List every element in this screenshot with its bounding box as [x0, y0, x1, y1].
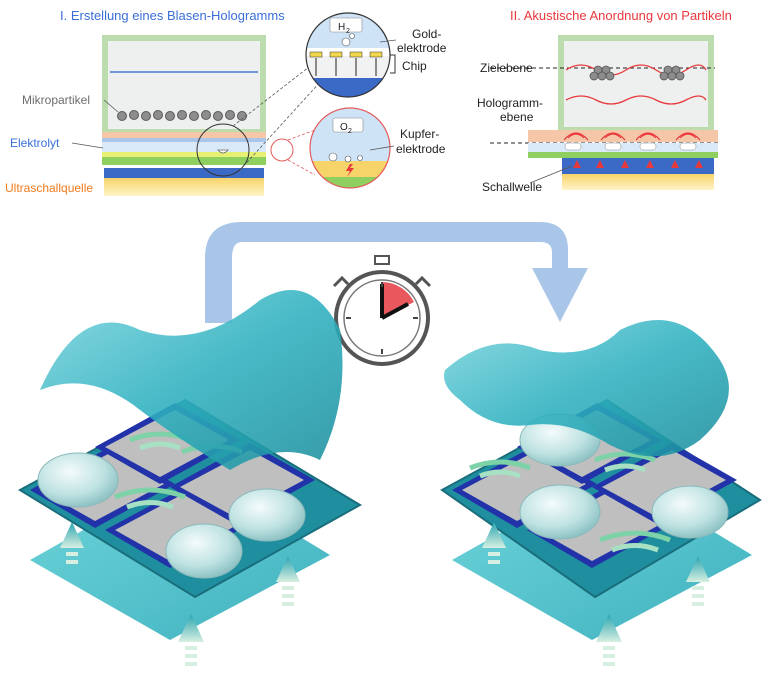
- device-left: [18, 290, 362, 666]
- svg-text:O: O: [340, 122, 348, 133]
- label-sound-wave: Schallwelle: [482, 180, 542, 194]
- label-copper-1: Kupfer-: [400, 127, 439, 141]
- hologram-surface-right: [444, 320, 729, 457]
- zoom-copper-electrode: O 2: [309, 107, 391, 189]
- svg-text:2: 2: [346, 28, 350, 35]
- zoom-gold-electrode: H 2: [305, 12, 391, 98]
- panel1-title: I. Erstellung eines Blasen-Hologramms: [60, 8, 285, 23]
- label-chip: Chip: [402, 59, 427, 73]
- label-gold-2: elektrode: [397, 41, 447, 55]
- hologram-surface: [40, 290, 343, 470]
- zoom-circle-2: [270, 138, 294, 162]
- label-ultrasound: Ultraschallquelle: [5, 181, 93, 195]
- wave-arcs-right: [469, 451, 671, 553]
- svg-text:H: H: [338, 22, 345, 33]
- zoom-circle-1: [196, 123, 250, 177]
- label-hologram-2: ebene: [500, 110, 534, 124]
- bubbles: [37, 452, 306, 579]
- stopwatch-icon: [332, 255, 432, 366]
- label-target-plane: Zielebene: [480, 61, 533, 75]
- bubbles-right: [519, 413, 729, 540]
- up-arrows: [60, 522, 300, 666]
- transition-arrow: [205, 222, 588, 323]
- panel2-title: II. Akustische Anordnung von Partikeln: [510, 8, 732, 23]
- leader-lines: [71, 59, 323, 176]
- panel2-cell: [490, 35, 718, 190]
- microparticles: [117, 110, 247, 121]
- svg-text:2: 2: [348, 128, 352, 135]
- label-electrolyte: Elektrolyt: [10, 136, 60, 150]
- label-copper-2: elektrode: [396, 142, 446, 156]
- device-right: [440, 320, 762, 666]
- label-microparticle: Mikropartikel: [22, 93, 90, 107]
- up-arrows-right: [482, 522, 710, 666]
- label-gold-1: Gold-: [412, 27, 441, 41]
- label-hologram-1: Hologramm-: [477, 96, 543, 110]
